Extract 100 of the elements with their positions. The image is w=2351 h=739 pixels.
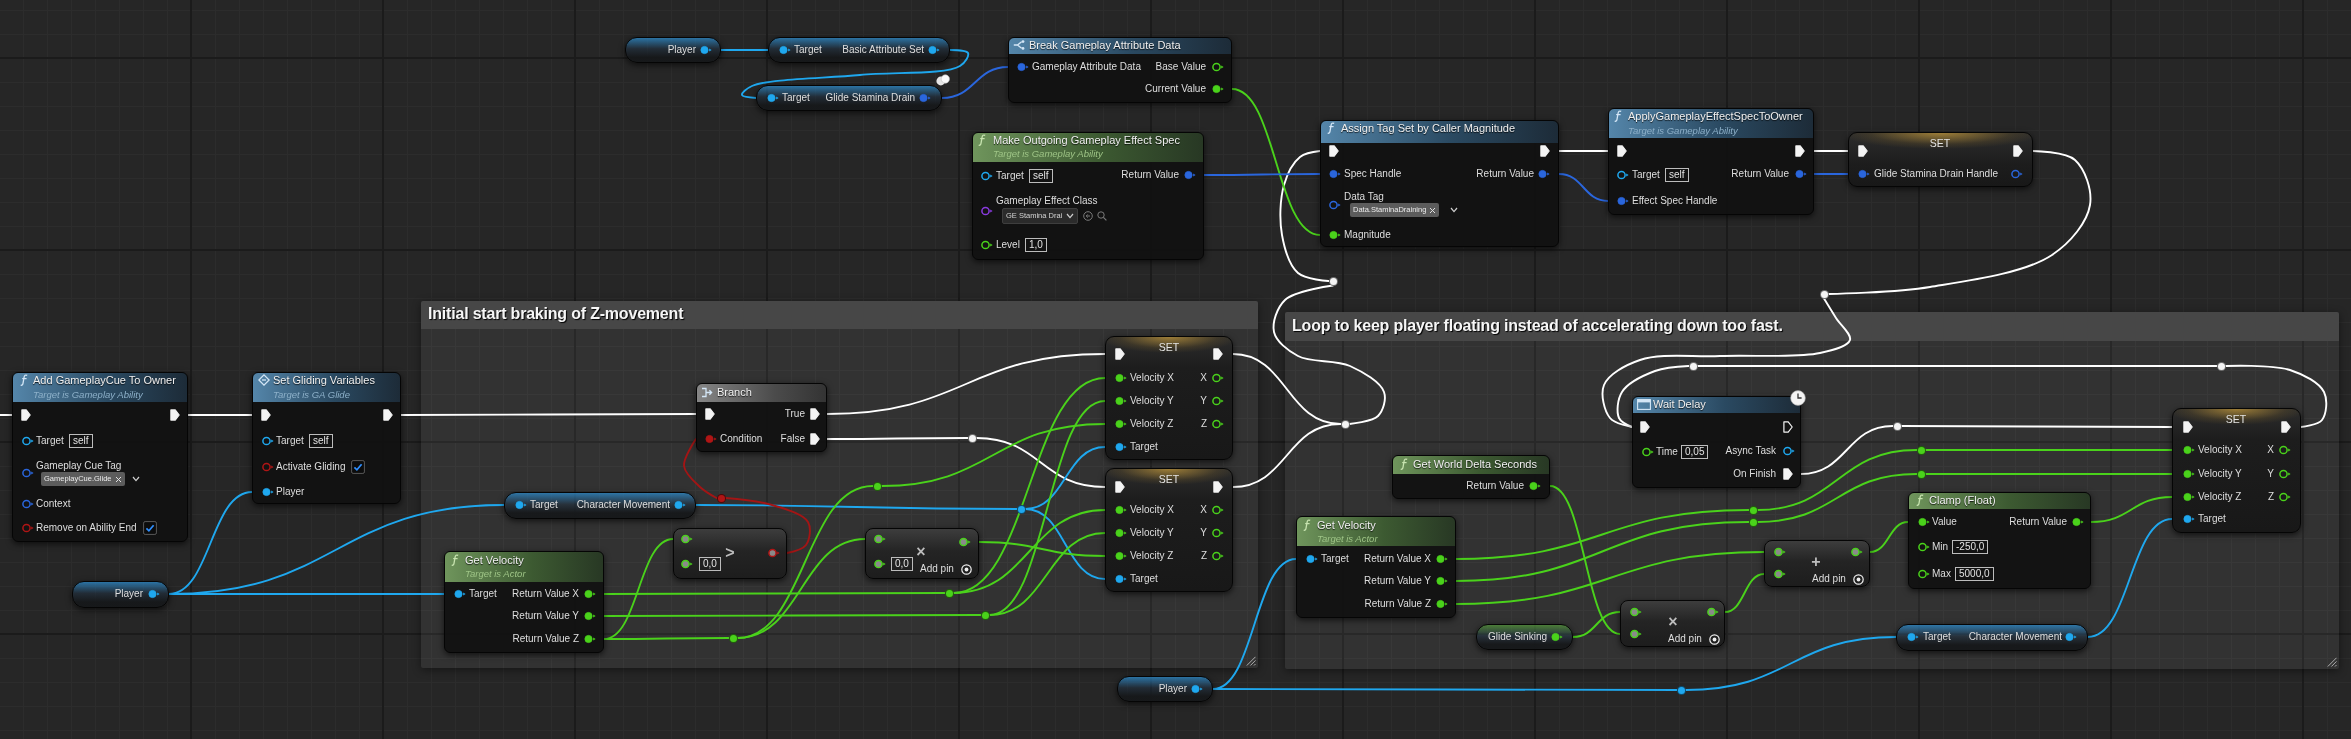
wire bbox=[1616, 365, 1690, 428]
node-subtitle: Target is Gameplay Ability bbox=[33, 388, 143, 400]
node-title: Get Velocity bbox=[1317, 518, 1376, 532]
wire bbox=[1684, 636, 1897, 691]
reroute-knot bbox=[967, 433, 977, 443]
set-node bbox=[1105, 336, 1233, 460]
pin-label: Target bbox=[782, 92, 810, 104]
wire bbox=[1272, 284, 1386, 425]
pin-label: True bbox=[784, 408, 805, 420]
pin-label: Velocity Y bbox=[1130, 527, 1174, 539]
pin-label: Z bbox=[2267, 491, 2274, 503]
wire bbox=[1601, 297, 1852, 428]
wire bbox=[603, 614, 982, 617]
set-node bbox=[2172, 408, 2301, 533]
variable-node bbox=[504, 492, 696, 519]
node-subtitle: Target is Actor bbox=[1317, 532, 1378, 544]
pure-function-node bbox=[444, 551, 604, 653]
reroute-knot bbox=[716, 493, 726, 503]
node-subtitle: Target is Actor bbox=[465, 567, 526, 579]
operator-symbol: > bbox=[725, 545, 735, 561]
pin-label: Velocity Z bbox=[1130, 550, 1174, 562]
reroute-knot bbox=[1819, 289, 1829, 299]
pin-label: Character Movement bbox=[1968, 631, 2062, 643]
set-node bbox=[1105, 468, 1233, 592]
variable-node bbox=[625, 37, 721, 63]
math-node bbox=[865, 528, 979, 579]
wire bbox=[603, 637, 730, 640]
pin-label: X bbox=[1200, 504, 1207, 516]
wire bbox=[1869, 521, 1909, 553]
reroute-knot bbox=[1328, 276, 1338, 286]
math-node bbox=[673, 528, 787, 579]
value-field: self bbox=[1665, 168, 1689, 182]
variable-node bbox=[1896, 624, 2088, 651]
function-node bbox=[1320, 120, 1559, 247]
pin-label: Velocity Y bbox=[2198, 468, 2242, 480]
pin-label: Return Value X bbox=[511, 588, 579, 600]
pin-label: Glide Stamina Drain Handle bbox=[1874, 168, 1998, 180]
wire bbox=[1800, 425, 1894, 475]
node-title: Get Velocity bbox=[465, 553, 524, 567]
value-field: self bbox=[69, 434, 93, 448]
pin-label: Spec Handle bbox=[1344, 168, 1402, 180]
wire bbox=[2224, 364, 2328, 428]
pin-label: Target bbox=[794, 44, 822, 56]
variable-node bbox=[768, 37, 950, 63]
variable-node bbox=[756, 85, 942, 111]
variable-node bbox=[1117, 676, 1213, 702]
pin-label: Basic Attribute Set bbox=[842, 44, 924, 56]
pin-label: Time bbox=[1656, 446, 1678, 458]
value-field: self bbox=[1029, 169, 1053, 183]
variable-node bbox=[1476, 624, 1573, 650]
reroute-knot bbox=[1916, 445, 1926, 455]
pin-label: Return Value Z bbox=[1364, 598, 1431, 610]
pin-label: Return Value X bbox=[1363, 553, 1431, 565]
value-field: 0,0 bbox=[891, 557, 913, 571]
wire bbox=[1924, 449, 2173, 451]
wire bbox=[603, 592, 946, 595]
pin-label: Return Value bbox=[1476, 168, 1534, 180]
wire bbox=[1279, 150, 1330, 282]
reroute-knot bbox=[1916, 469, 1926, 479]
pin-label: Min bbox=[1932, 541, 1949, 553]
value-field: -250,0 bbox=[1952, 540, 1989, 554]
node-title: Get World Delta Seconds bbox=[1413, 457, 1537, 471]
pin-label: Character Movement bbox=[576, 499, 670, 511]
reroute-knot bbox=[1748, 505, 1758, 515]
wire bbox=[1232, 423, 1342, 488]
wire bbox=[736, 538, 866, 639]
wire bbox=[988, 532, 1106, 616]
node-subtitle: Target is Gameplay Ability bbox=[993, 147, 1103, 159]
wire bbox=[2087, 518, 2173, 638]
pin-label: Target bbox=[276, 435, 304, 447]
node-title: SET bbox=[1929, 137, 1951, 149]
set-node bbox=[1848, 132, 2033, 187]
pin-label: Velocity Z bbox=[2198, 491, 2242, 503]
wire bbox=[941, 66, 1009, 99]
node-title: Set Gliding Variables bbox=[273, 373, 375, 387]
wire bbox=[683, 438, 718, 499]
pin-label: Target bbox=[1321, 553, 1349, 565]
pure-function-node bbox=[1296, 516, 1456, 618]
pin-label: Add pin bbox=[920, 563, 954, 575]
pin-label: Magnitude bbox=[1344, 229, 1391, 241]
pin-label: Gameplay Cue Tag bbox=[36, 460, 122, 472]
pin-label: Player bbox=[1158, 683, 1187, 695]
pin-label: Return Value Y bbox=[512, 610, 579, 622]
pin-label: Glide Sinking bbox=[1488, 631, 1547, 643]
pin-label: Effect Spec Handle bbox=[1632, 195, 1718, 207]
pin-label: Base Value bbox=[1155, 61, 1206, 73]
pin-label: Return Value Z bbox=[512, 633, 579, 645]
pin-label: Player bbox=[667, 44, 696, 56]
value-field: 0,0 bbox=[699, 557, 721, 571]
pin-label: Y bbox=[2267, 468, 2274, 480]
operator-symbol: × bbox=[916, 544, 926, 560]
wire bbox=[1900, 425, 2173, 428]
pin-label: Value bbox=[1932, 516, 1957, 528]
pure-function-node bbox=[972, 132, 1204, 260]
wire bbox=[978, 541, 1106, 557]
pin-label: Target bbox=[530, 499, 558, 511]
wire bbox=[1455, 521, 1750, 582]
node-title: SET bbox=[2225, 413, 2247, 425]
wire bbox=[720, 49, 769, 51]
wire bbox=[1696, 365, 2218, 367]
